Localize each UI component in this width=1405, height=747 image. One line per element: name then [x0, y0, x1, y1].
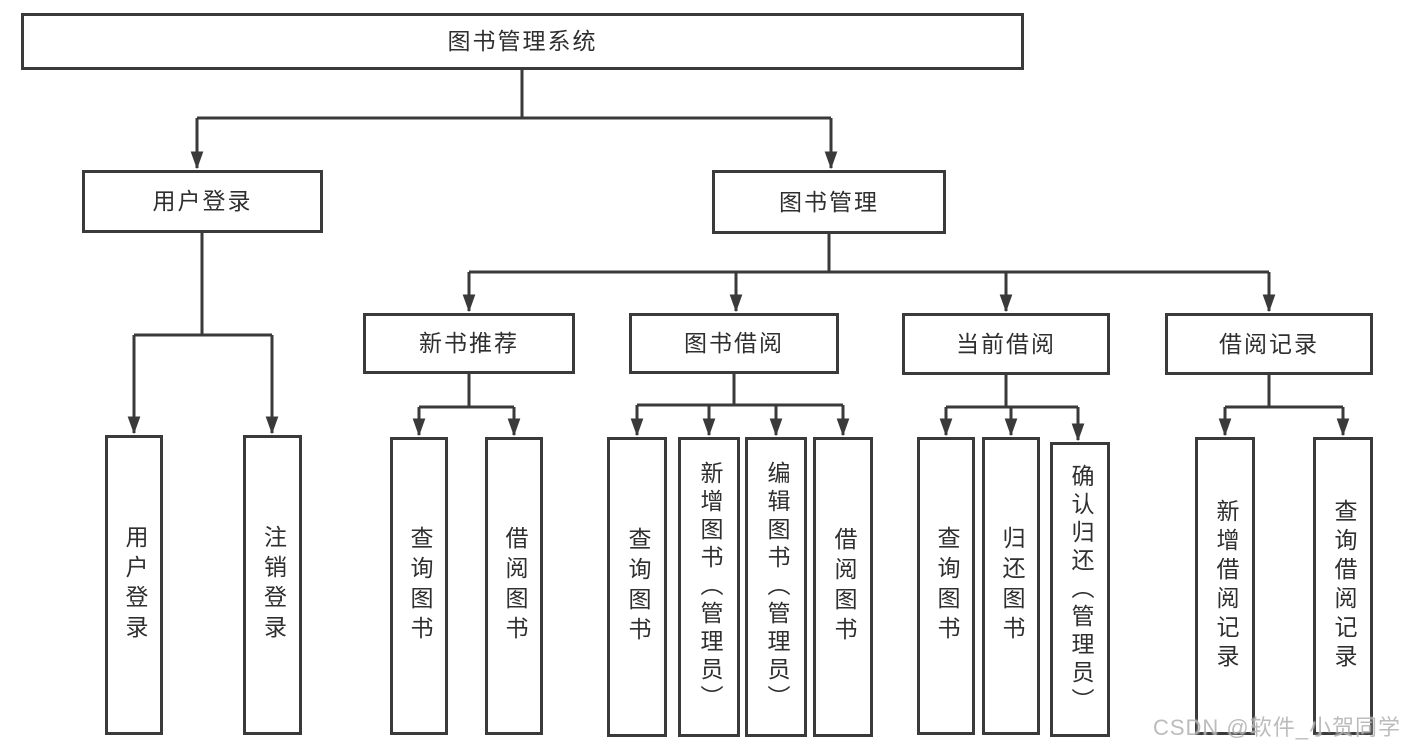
node-leaf-add-books-admin: 新增图书（管理员） — [678, 437, 740, 737]
node-leaf-query-borrow-record: 查询借阅记录 — [1313, 437, 1373, 735]
node-leaf-query-books-2: 查询图书 — [607, 437, 667, 737]
csdn-watermark: CSDN @软件_小贺同学 — [1152, 715, 1401, 740]
node-group-borrowing-records: 借阅记录 — [1165, 313, 1373, 375]
node-leaf-logout: 注销登录 — [243, 435, 302, 735]
node-leaf-user-login: 用户登录 — [105, 435, 163, 735]
node-leaf-confirm-return-admin: 确认归还（管理员） — [1050, 442, 1110, 737]
node-leaf-edit-books-admin: 编辑图书（管理员） — [745, 437, 807, 737]
node-leaf-return-books: 归还图书 — [982, 437, 1040, 735]
node-root-system: 图书管理系统 — [21, 13, 1024, 70]
node-leaf-add-borrow-record: 新增借阅记录 — [1195, 437, 1255, 735]
node-leaf-query-books-1: 查询图书 — [390, 437, 448, 735]
node-leaf-query-books-3: 查询图书 — [917, 437, 975, 735]
node-leaf-borrow-books-1: 借阅图书 — [485, 437, 543, 735]
node-group-book-borrowing: 图书借阅 — [629, 313, 839, 374]
node-group-new-book-recommend: 新书推荐 — [363, 313, 575, 374]
node-leaf-borrow-books-2: 借阅图书 — [813, 437, 873, 737]
node-group-current-borrowing: 当前借阅 — [902, 313, 1110, 375]
node-book-management-branch: 图书管理 — [712, 170, 946, 234]
node-user-login-branch: 用户登录 — [82, 170, 323, 233]
